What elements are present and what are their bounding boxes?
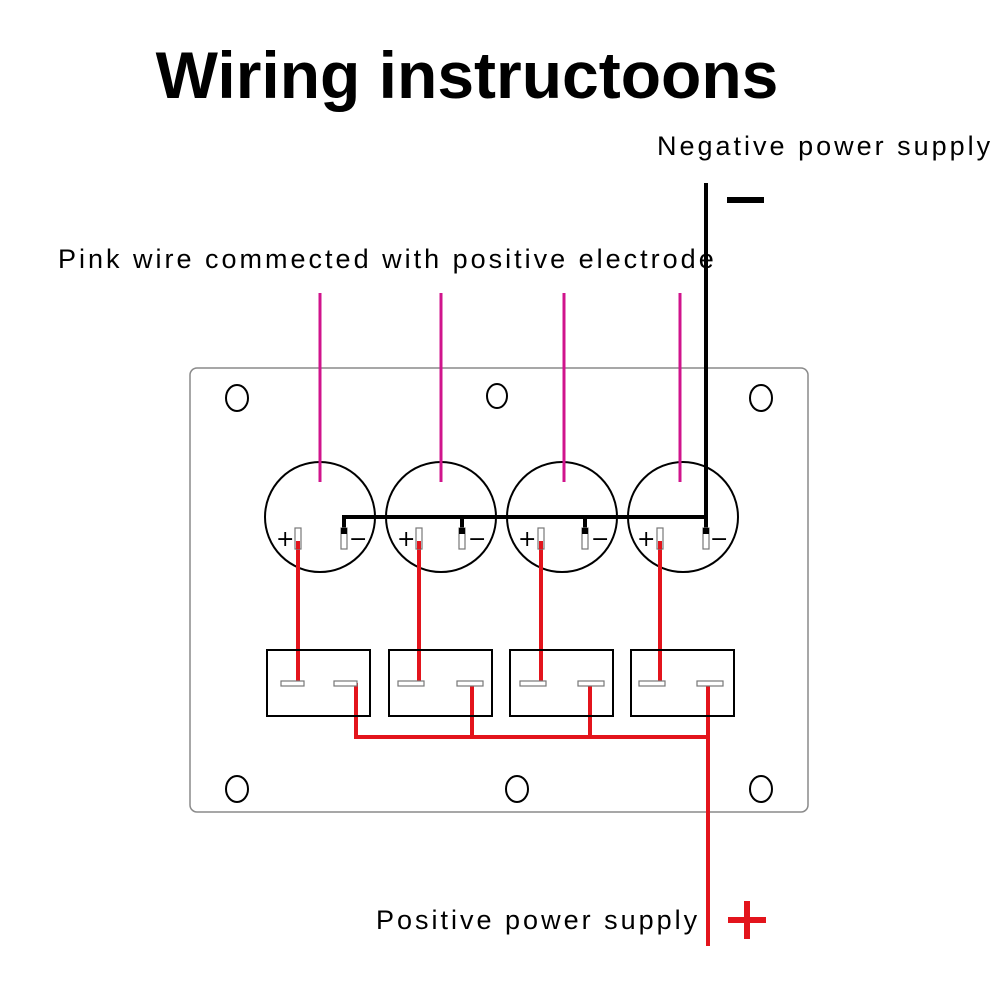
negative-symbol (727, 197, 764, 203)
plus-sign-4: + (637, 527, 655, 552)
terminal-signs: + − + − + − + − (276, 527, 728, 552)
positive-symbol (728, 901, 766, 939)
switch-1-tab-right (333, 680, 358, 687)
pink-wires (318, 293, 682, 482)
switch-4 (630, 649, 735, 717)
plus-sign-3: + (518, 527, 536, 552)
switch-2-tab-left (397, 680, 425, 687)
mounting-hole (505, 775, 529, 803)
positive-supply-label: Positive power supply (376, 905, 700, 935)
plus-sign-1: + (276, 527, 294, 552)
switch-1-tab-left (280, 680, 305, 687)
mounting-hole (749, 775, 773, 803)
switch-1 (266, 649, 371, 717)
minus-terminal-caps (341, 528, 709, 534)
mounting-holes (225, 383, 773, 803)
switch-4-tab-left (638, 680, 666, 687)
switch-3 (509, 649, 614, 717)
mounting-hole (225, 384, 249, 412)
plus-terminal-fill (296, 541, 662, 549)
minus-sign-2: − (468, 527, 486, 552)
minus-sign-3: − (591, 527, 609, 552)
mounting-hole (749, 384, 773, 412)
negative-supply-label: Negative power supply (657, 131, 993, 161)
mounting-hole (225, 775, 249, 803)
switch-3-tab-left (519, 680, 547, 687)
switch-tabs (280, 680, 724, 687)
diagram-title: Wiring instructoons (156, 38, 779, 112)
minus-sign-4: − (710, 527, 728, 552)
plus-sign-2: + (397, 527, 415, 552)
switches (266, 649, 735, 717)
switch-4-tab-right (696, 680, 724, 687)
switch-2-tab-right (456, 680, 484, 687)
mounting-hole (486, 383, 508, 409)
switch-3-tab-right (577, 680, 605, 687)
pink-wire-note-label: Pink wire commected with positive electr… (58, 244, 717, 274)
minus-sign-1: − (349, 527, 367, 552)
switch-2 (388, 649, 493, 717)
red-wires (296, 545, 710, 946)
mounting-panel (189, 367, 809, 813)
